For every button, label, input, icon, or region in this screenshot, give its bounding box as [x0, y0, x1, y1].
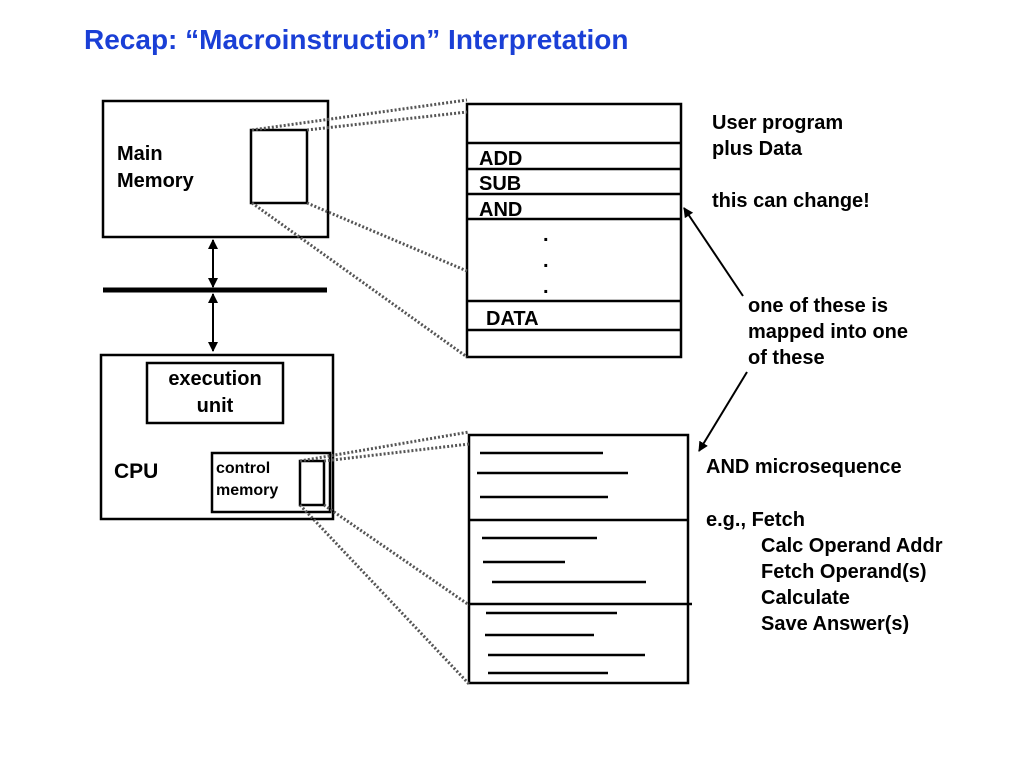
microinstruction-lines — [477, 451, 646, 675]
control-memory-region — [298, 459, 326, 507]
memory-zoom-lines — [251, 98, 468, 359]
note-mapping-line2: mapped into one — [748, 321, 908, 343]
note-user-program-line1: User program — [712, 112, 844, 134]
cpu-box — [99, 353, 335, 521]
program-ellipsis-dot: . — [543, 276, 549, 298]
control-memory-label-line1: control — [216, 460, 271, 477]
program-ellipsis-dot: . — [543, 250, 549, 272]
program-row-and: AND — [479, 199, 523, 221]
pointer-arrow-to-microsequence — [698, 371, 748, 452]
note-user-program-line2: plus Data — [712, 138, 803, 160]
pointer-arrow-to-and — [683, 207, 744, 297]
program-memory-box — [465, 102, 683, 359]
program-ellipsis-dot: . — [543, 224, 549, 246]
execution-unit-box — [145, 361, 285, 425]
main-memory-box — [101, 99, 330, 239]
program-row-sub: SUB — [479, 173, 522, 195]
control-memory-label-line2: memory — [216, 482, 279, 499]
note-mapping-line1: one of these is — [748, 295, 889, 317]
execution-unit-label-line2: unit — [196, 395, 234, 417]
execution-unit-label-line1: execution — [168, 368, 262, 390]
note-change: this can change! — [712, 190, 870, 212]
example-line-2: Calc Operand Addr — [761, 535, 943, 557]
program-row-data: DATA — [486, 308, 539, 330]
microsequence-title: AND microsequence — [706, 456, 902, 478]
microsequence-dividers — [469, 518, 692, 606]
cpu-label: CPU — [114, 460, 159, 483]
control-zoom-lines — [298, 430, 471, 686]
main-memory-label-line2: Memory — [117, 170, 194, 192]
example-line-5: Save Answer(s) — [761, 613, 910, 635]
main-memory-region — [249, 128, 309, 205]
page-title: Recap: “Macroinstruction” Interpretation — [84, 24, 629, 55]
program-memory-row-dividers — [467, 141, 681, 332]
example-line-1: e.g., Fetch — [706, 509, 805, 531]
example-line-3: Fetch Operand(s) — [761, 561, 927, 583]
main-memory-label-line1: Main — [117, 143, 163, 165]
control-memory-box — [210, 451, 332, 514]
note-mapping-line3: of these — [748, 347, 825, 369]
program-row-add: ADD — [479, 148, 523, 170]
microsequence-box — [467, 433, 690, 685]
example-line-4: Calculate — [761, 587, 850, 609]
